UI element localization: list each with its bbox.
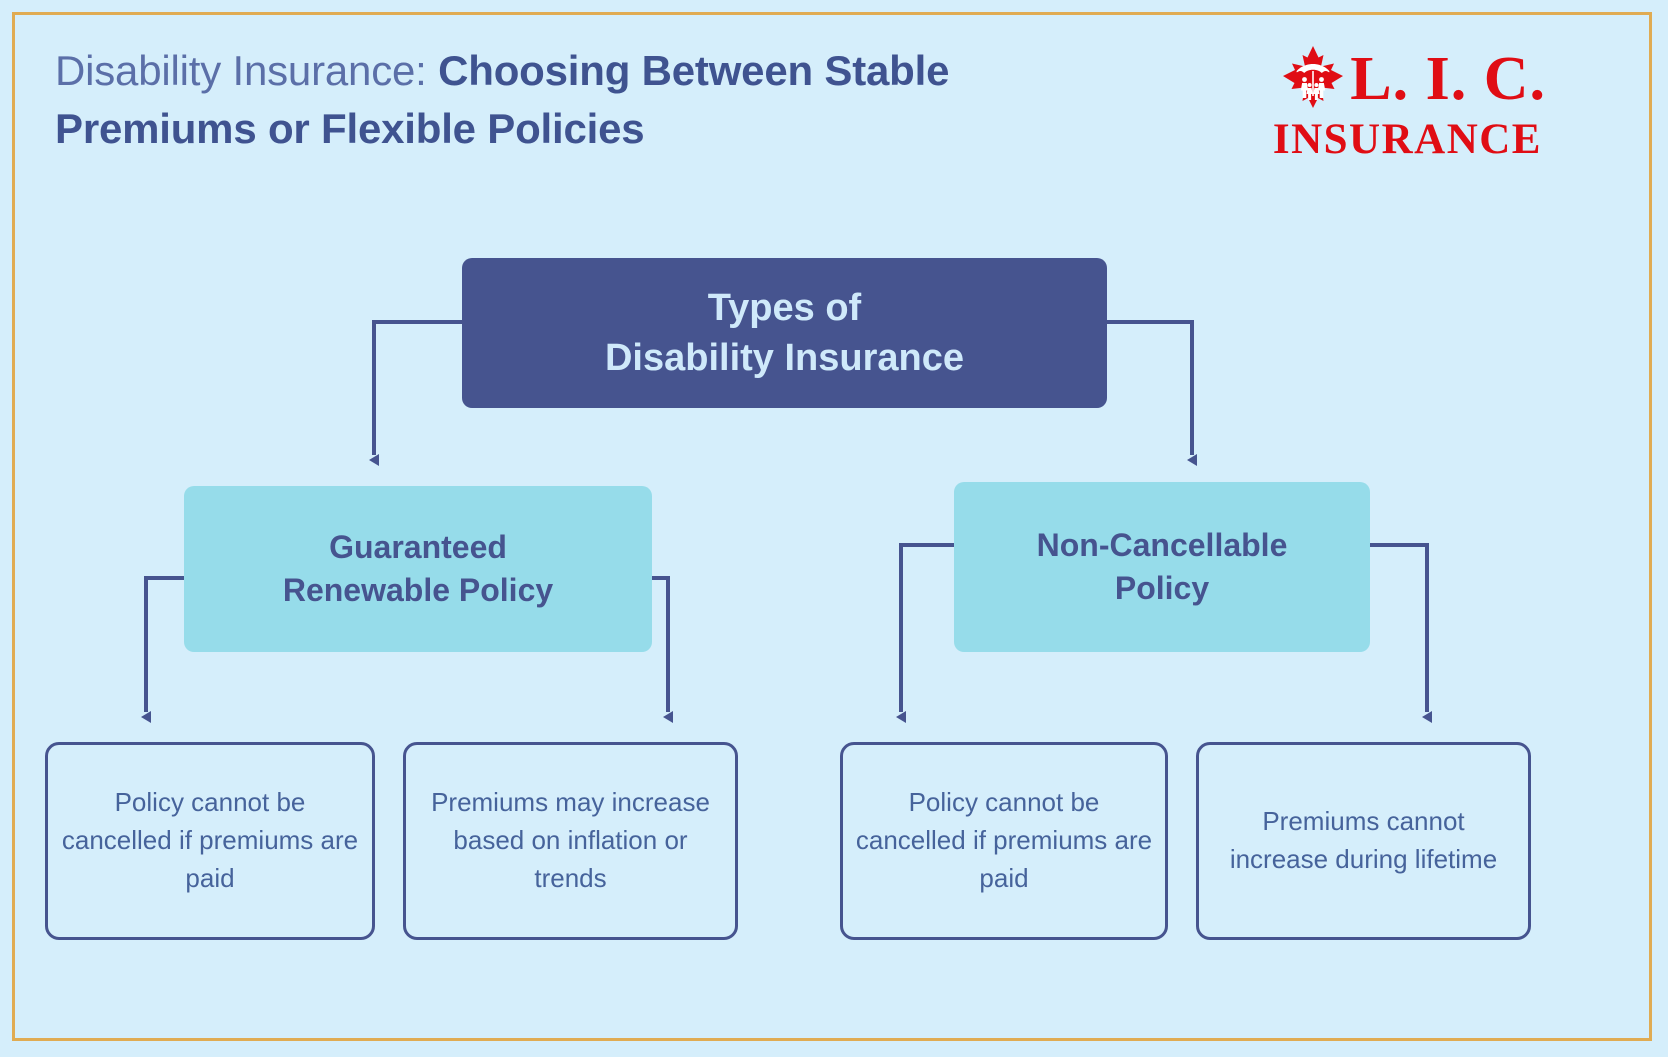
connector-right-to-leaf2: [1370, 543, 1432, 723]
logo-wordmark: L. I. C.: [1350, 45, 1546, 113]
connector-root-to-left: [369, 320, 462, 466]
node-root-line1: Types of: [707, 286, 862, 329]
company-logo: L. I. C. INSURANCE: [1226, 44, 1546, 169]
page-title-bold: Choosing Between Stable Premiums or Flex…: [55, 47, 950, 152]
leaf-gr-premiums-may-increase[interactable]: Premiums may increase based on inflation…: [403, 742, 738, 940]
node-branch-0-line1: Guaranteed: [329, 528, 507, 565]
leaf-text: Policy cannot be cancelled if premiums a…: [61, 787, 359, 893]
leaf-text: Premiums cannot increase during lifetime: [1229, 806, 1498, 874]
connector-left-to-leaf1: [141, 576, 184, 723]
node-branch-1-line1: Non-Cancellable: [1036, 526, 1288, 563]
leaf-text: Premiums may increase based on inflation…: [431, 787, 710, 893]
node-non-cancellable-policy[interactable]: Non-Cancellable Policy: [954, 482, 1370, 652]
node-branch-0-line2: Renewable Policy: [282, 572, 554, 608]
node-branch-1-line2: Policy: [1114, 570, 1210, 606]
leaf-gr-policy-cannot-be-cancelled[interactable]: Policy cannot be cancelled if premiums a…: [45, 742, 375, 940]
page-title-light: Disability Insurance:: [55, 47, 439, 94]
connector-root-to-right: [1106, 320, 1197, 466]
node-guaranteed-renewable-policy[interactable]: Guaranteed Renewable Policy: [184, 486, 652, 652]
logo-subtitle: INSURANCE: [1272, 116, 1542, 163]
leaf-text: Policy cannot be cancelled if premiums a…: [855, 787, 1153, 893]
leaf-nc-premiums-cannot-increase[interactable]: Premiums cannot increase during lifetime: [1196, 742, 1531, 940]
connector-left-to-leaf2: [652, 576, 673, 723]
maple-leaf-family-umbrella-icon: [1283, 46, 1344, 108]
connector-right-to-leaf1: [896, 543, 954, 723]
node-types-of-disability-insurance[interactable]: Types of Disability Insurance: [462, 258, 1107, 408]
node-root-line2: Disability Insurance: [604, 337, 964, 379]
leaf-nc-policy-cannot-be-cancelled[interactable]: Policy cannot be cancelled if premiums a…: [840, 742, 1168, 940]
page-title: Disability Insurance: Choosing Between S…: [55, 42, 955, 158]
